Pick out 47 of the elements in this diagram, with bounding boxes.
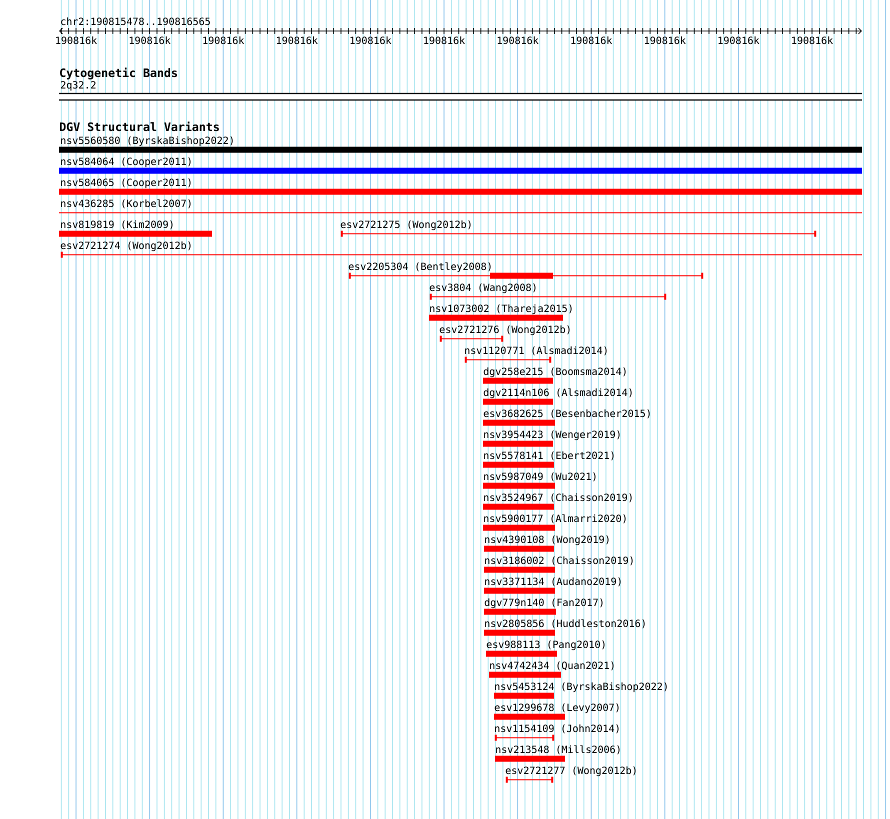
variant-label: nsv5453124 (ByrskaBishop2022) <box>495 682 667 692</box>
variant-label: nsv819819 (Kim2009) <box>61 220 172 230</box>
variant-label: nsv213548 (Mills2006) <box>496 745 620 754</box>
variant-label: dgv2114n106 (Alsmadi2014) <box>484 388 632 398</box>
variant-label: dgv258e215 (Boomsma2014) <box>484 367 626 378</box>
band-label: 2q32.2 <box>60 81 96 91</box>
track-heading: DGV Structural Variants <box>60 122 219 132</box>
location-label: chr2:190815478..190816565 <box>61 17 210 26</box>
variant-label: nsv1154109 (John2014) <box>495 724 619 734</box>
track-heading: Cytogenetic Bands <box>60 68 177 80</box>
variant-label: nsv5560580 (ByrskaBishop2022) <box>61 136 233 146</box>
tick-label: 190816k <box>203 36 244 44</box>
variant-label: nsv584065 (Cooper2011) <box>61 178 191 188</box>
tick-label: 190816k <box>56 36 97 44</box>
tick-label: 190816k <box>571 36 612 44</box>
tick-label: 190816k <box>498 36 539 44</box>
variant-label: dgv779n140 (Fan2017) <box>484 598 603 608</box>
tick-label: 190816k <box>276 36 318 44</box>
variant-label: esv3804 (Wang2008) <box>430 283 536 294</box>
variant-label: nsv1120771 (Alsmadi2014) <box>465 346 607 356</box>
variant-label: nsv1073002 (Thareja2015) <box>430 304 572 314</box>
tick-label: 190816k <box>644 36 686 44</box>
tick-label: 190816k <box>130 36 171 44</box>
variant-label: nsv5900177 (Almarri2020) <box>484 514 626 524</box>
tick-label: 190816k <box>718 36 760 44</box>
variant-label: esv988113 (Pang2010) <box>486 640 605 650</box>
variant-label: nsv5578141 (Ebert2021) <box>484 451 614 460</box>
variant-label: esv2721274 (Wong2012b) <box>60 241 191 252</box>
variant-label: nsv3186002 (Chaisson2019) <box>485 556 633 566</box>
tick-label: 190816k <box>350 36 392 44</box>
variant-label: nsv3524967 (Chaisson2019) <box>484 493 632 502</box>
variant-label: nsv4390108 (Wong2019) <box>485 535 609 546</box>
variant-label: nsv5987049 (Wu2021) <box>484 472 596 482</box>
variant-label: nsv3954423 (Wenger2019) <box>484 430 620 440</box>
variant-label: esv2721276 (Wong2012b) <box>440 325 570 336</box>
variant-label: esv1299678 (Levy2007) <box>494 703 619 714</box>
variant-label: esv2205304 (Bentley2008) <box>348 262 491 272</box>
variant-label: esv2721277 (Wong2012b) <box>506 766 636 776</box>
variant-label: nsv3371134 (Audano2019) <box>485 577 621 586</box>
variant-label: nsv2805856 (Huddleston2016) <box>485 619 645 628</box>
variant-label: nsv4742434 (Quan2021) <box>490 661 614 670</box>
variant-label: nsv436285 (Korbel2007) <box>61 199 191 208</box>
variant-label: nsv584064 (Cooper2011) <box>61 157 191 168</box>
variant-label: esv2721275 (Wong2012b) <box>340 220 471 230</box>
tick-label: 190816k <box>424 36 465 44</box>
tick-label: 190816k <box>792 36 833 44</box>
variant-label: esv3682625 (Besenbacher2015) <box>484 409 650 418</box>
